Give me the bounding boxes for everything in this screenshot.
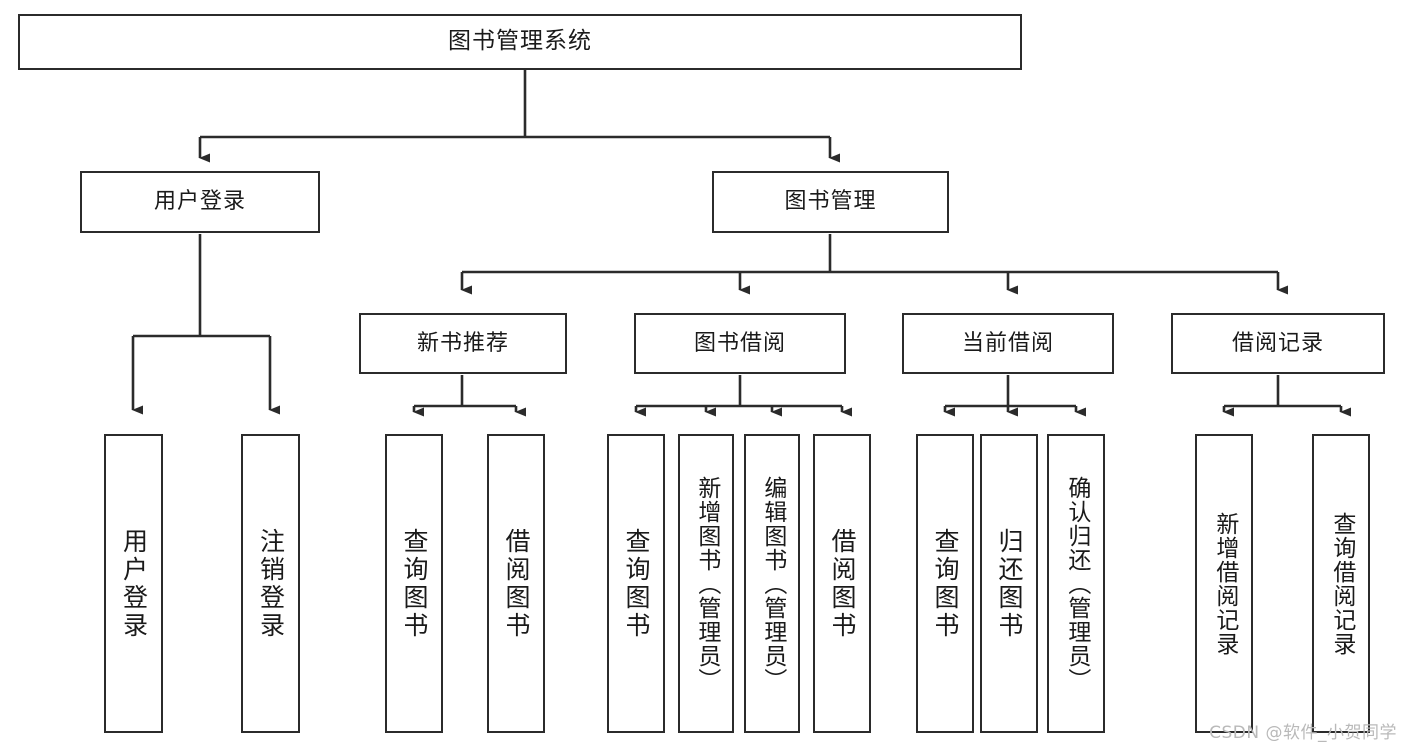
node-current-borrow[interactable]: 当前借阅 [902, 313, 1114, 374]
node-label: 借阅图书 [502, 527, 531, 640]
node-label: 确认归还（管理员） [1063, 475, 1090, 692]
node-label: 新书推荐 [416, 330, 509, 356]
leaf-query-book-borrow[interactable]: 查询图书 [607, 434, 665, 733]
leaf-return-book[interactable]: 归还图书 [980, 434, 1038, 733]
node-label: 当前借阅 [961, 330, 1054, 356]
leaf-query-book-recommend[interactable]: 查询图书 [385, 434, 443, 733]
node-book-management[interactable]: 图书管理 [712, 171, 949, 233]
node-label: 用户登录 [119, 527, 149, 640]
leaf-borrow-book-recommend[interactable]: 借阅图书 [487, 434, 545, 733]
node-label: 图书借阅 [693, 330, 786, 356]
watermark-text: CSDN @软件_小贺同学 [1209, 723, 1397, 743]
node-label: 图书管理 [784, 189, 877, 215]
leaf-edit-book-admin[interactable]: 编辑图书（管理员） [744, 434, 800, 733]
leaf-query-book-current[interactable]: 查询图书 [916, 434, 974, 733]
node-label: 图书管理系统 [448, 28, 592, 55]
node-label: 借阅记录 [1231, 330, 1324, 356]
node-label: 查询图书 [400, 527, 429, 640]
leaf-logout-login[interactable]: 注销登录 [241, 434, 300, 733]
leaf-user-login[interactable]: 用户登录 [104, 434, 163, 733]
node-label: 编辑图书（管理员） [759, 475, 786, 692]
node-new-book-recommend[interactable]: 新书推荐 [359, 313, 567, 374]
node-label: 新增借阅记录 [1211, 511, 1238, 656]
node-book-borrow[interactable]: 图书借阅 [634, 313, 846, 374]
node-label: 归还图书 [995, 527, 1024, 640]
node-label: 查询图书 [622, 527, 651, 640]
node-label: 查询借阅记录 [1328, 511, 1355, 656]
leaf-borrow-book[interactable]: 借阅图书 [813, 434, 871, 733]
node-label: 借阅图书 [828, 527, 857, 640]
leaf-confirm-return-admin[interactable]: 确认归还（管理员） [1047, 434, 1105, 733]
node-borrow-record[interactable]: 借阅记录 [1171, 313, 1385, 374]
node-root-book-management-system[interactable]: 图书管理系统 [18, 14, 1022, 70]
leaf-add-book-admin[interactable]: 新增图书（管理员） [678, 434, 734, 733]
leaf-add-borrow-record[interactable]: 新增借阅记录 [1195, 434, 1253, 733]
node-label: 用户登录 [153, 189, 246, 215]
node-label: 注销登录 [256, 527, 286, 640]
leaf-query-borrow-record[interactable]: 查询借阅记录 [1312, 434, 1370, 733]
node-label: 查询图书 [931, 527, 960, 640]
node-label: 新增图书（管理员） [693, 475, 720, 692]
node-user-login[interactable]: 用户登录 [80, 171, 320, 233]
